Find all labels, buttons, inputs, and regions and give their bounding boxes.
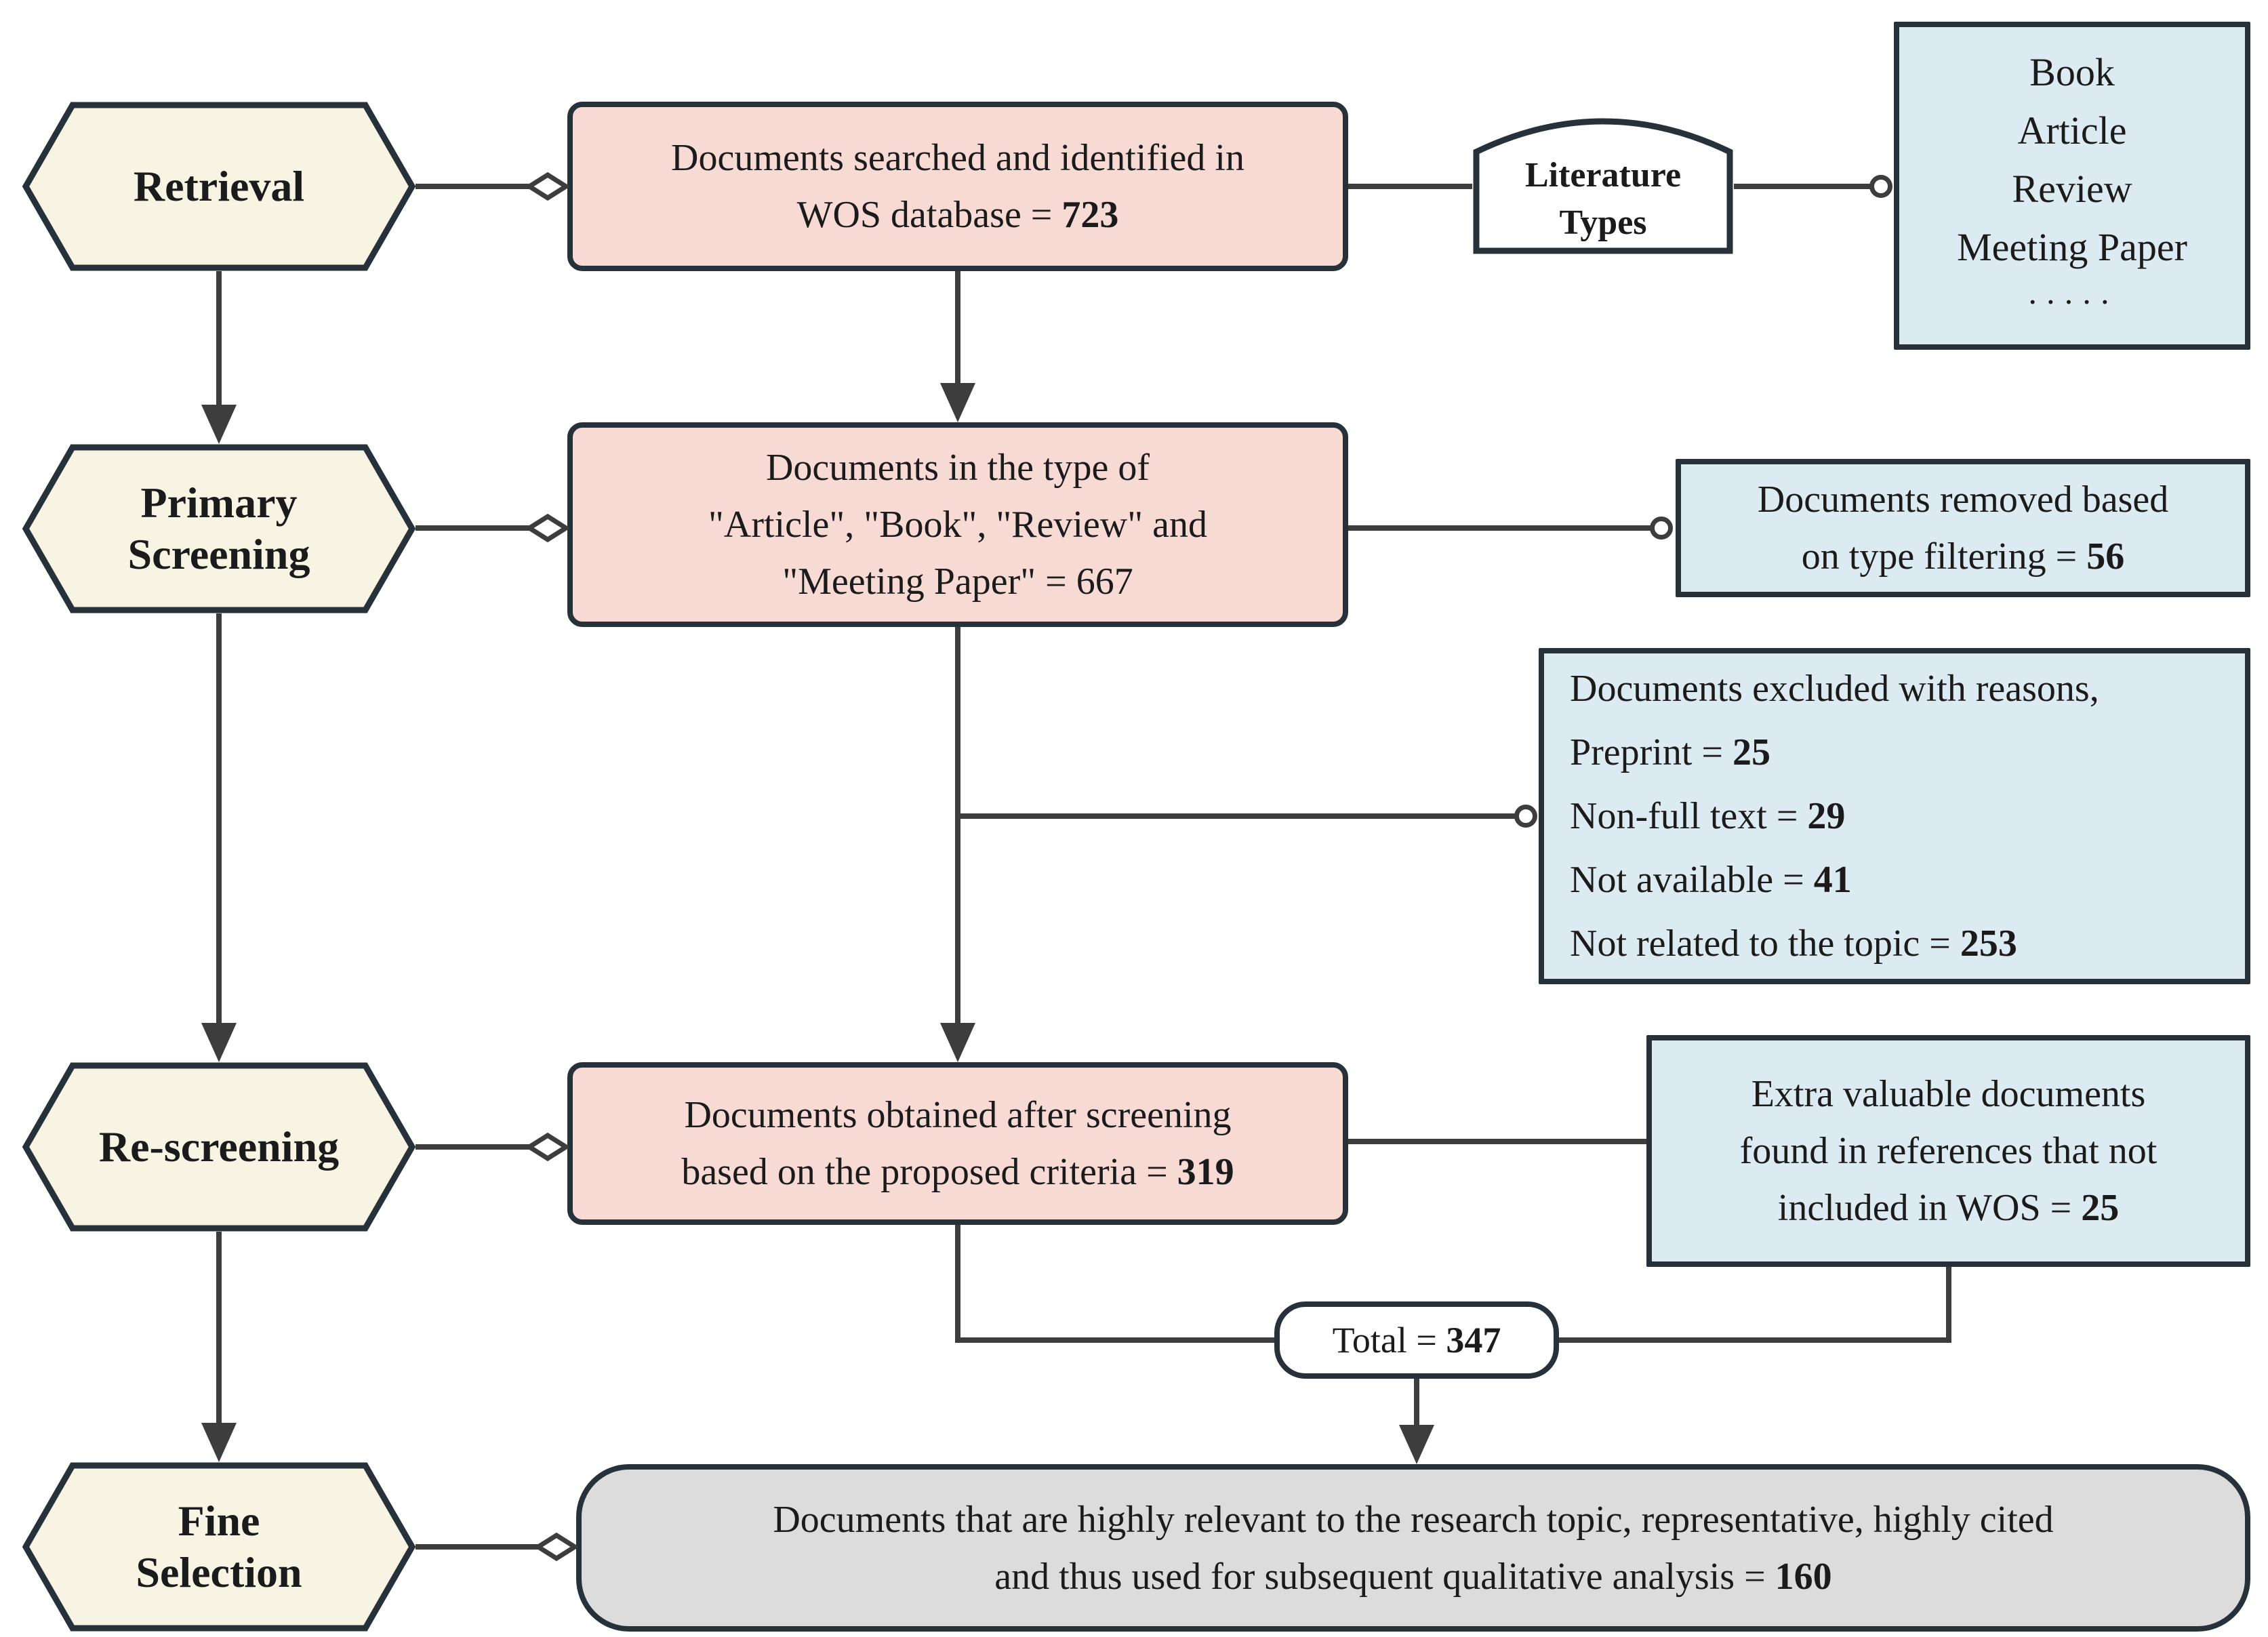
box-extra-references: Extra valuable documents found in refere…	[1646, 1035, 2250, 1267]
hexagon-shape	[22, 102, 416, 271]
excluded-header: Documents excluded with reasons,	[1570, 667, 2099, 710]
badge-total: Total = 347	[1274, 1301, 1559, 1379]
connector-retrieval-to-searched	[416, 184, 532, 189]
excluded-item: Non-full text = 29	[1570, 794, 1846, 837]
arrowhead-down-6	[1399, 1425, 1434, 1464]
connector-screened-to-elbow	[955, 1225, 960, 1343]
box-documents-searched: Documents searched and identified in WOS…	[567, 102, 1348, 271]
connector-searched-down	[955, 271, 960, 384]
connector-primary-to-filtered	[416, 525, 532, 531]
connector-fine-to-final	[416, 1544, 541, 1550]
open-circle-connector-2	[1650, 517, 1673, 540]
ellipsis-dots: ·····	[2027, 283, 2118, 321]
open-diamond-connector-1	[527, 172, 569, 201]
connector-rescreening-down	[216, 1232, 222, 1424]
box-type-filtered: Documents in the type of "Article", "Boo…	[567, 422, 1348, 627]
box-after-screening: Documents obtained after screening based…	[567, 1062, 1348, 1225]
connector-rescreening-to-screened	[416, 1144, 532, 1150]
list-item: Book	[2029, 50, 2115, 95]
shape-literature-types: Literature Types	[1472, 102, 1734, 255]
open-diamond-connector-3	[527, 1133, 569, 1161]
box-removed-by-type-text: Documents removed based on type filterin…	[1757, 479, 2169, 578]
arrowhead-down-3	[201, 1023, 237, 1062]
box-literature-types-list: Book Article Review Meeting Paper ·····	[1894, 22, 2250, 350]
open-circle-connector-3	[1514, 805, 1537, 828]
box-type-filtered-text: Documents in the type of "Article", "Boo…	[708, 447, 1207, 603]
box-final-selection-text: Documents that are highly relevant to th…	[773, 1498, 2054, 1598]
connector-extra-to-elbow	[1946, 1267, 1951, 1343]
connector-total-to-elbow-right	[1559, 1337, 1951, 1343]
connector-primary-down	[216, 613, 222, 1024]
list-item: Article	[2017, 108, 2127, 153]
box-after-screening-text: Documents obtained after screening based…	[681, 1094, 1234, 1193]
excluded-item: Not available = 41	[1570, 859, 1852, 902]
connector-filtered-down	[955, 627, 960, 1024]
literature-types-label: Literature Types	[1524, 155, 1682, 242]
open-circle-connector-1	[1869, 175, 1892, 198]
arrowhead-down-4	[940, 1023, 975, 1062]
box-documents-searched-text: Documents searched and identified in WOS…	[671, 137, 1244, 236]
hexagon-shape	[22, 1062, 416, 1232]
arrowhead-down-5	[201, 1423, 237, 1462]
connector-screened-to-extra	[1348, 1139, 1646, 1144]
arched-box-shape	[1473, 118, 1733, 254]
box-final-selection: Documents that are highly relevant to th…	[576, 1464, 2250, 1632]
arrowhead-down-1	[201, 405, 237, 444]
stage-hex-retrieval: Retrieval	[22, 102, 416, 271]
box-excluded-reasons: Documents excluded with reasons, Preprin…	[1539, 648, 2250, 984]
open-diamond-connector-4	[535, 1533, 578, 1561]
connector-branch-to-excluded	[956, 813, 1516, 819]
list-item: Meeting Paper	[1957, 224, 2187, 269]
connector-littypes-to-typeslist	[1734, 184, 1874, 189]
box-extra-references-text: Extra valuable documents found in refere…	[1739, 1073, 2158, 1229]
open-diamond-connector-2	[527, 514, 569, 542]
connector-filtered-to-removed	[1348, 525, 1653, 531]
connector-total-down	[1414, 1379, 1419, 1426]
list-item: Review	[2012, 166, 2132, 211]
badge-total-text: Total = 347	[1332, 1319, 1501, 1360]
stage-label-retrieval: Retrieval	[133, 162, 305, 211]
excluded-item: Not related to the topic = 253	[1570, 923, 2017, 965]
stage-label-re-screening: Re-screening	[98, 1123, 340, 1171]
hexagon-shape	[22, 1462, 416, 1632]
connector-elbow-left-to-total	[955, 1337, 1274, 1343]
box-removed-by-type: Documents removed based on type filterin…	[1676, 459, 2250, 597]
hexagon-shape	[22, 444, 416, 613]
connector-searched-to-littypes	[1348, 184, 1472, 189]
excluded-item: Preprint = 25	[1570, 731, 1770, 773]
stage-hex-re-screening: Re-screening	[22, 1062, 416, 1232]
connector-retrieval-down	[216, 271, 222, 406]
arrowhead-down-2	[940, 383, 975, 422]
